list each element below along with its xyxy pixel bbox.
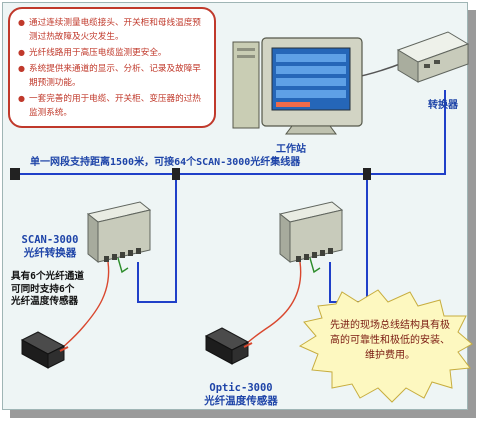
scan-hub-right xyxy=(278,201,344,274)
fiber-right xyxy=(243,261,302,347)
workstation xyxy=(232,37,363,135)
optic-desc: 光纤温度传感器 xyxy=(204,395,278,407)
channels-line: 光纤温度传感器 xyxy=(11,296,79,307)
info-bullet: 通过连续测量电缆接头、开关柜和母线温度预测过热故障及火灾发生。 xyxy=(18,16,208,44)
channels-line: 具有6个光纤通道 xyxy=(11,271,84,282)
scan-label: SCAN-3000 光纤转换器 xyxy=(10,234,90,260)
info-bullet: 光纤线路用于高压电缆监测更安全。 xyxy=(18,46,208,60)
terminator-left xyxy=(10,168,20,180)
monitor-stand xyxy=(285,125,337,135)
optic-sensor-right xyxy=(204,327,253,365)
optic-model: Optic-3000 xyxy=(209,382,273,394)
scan-model: SCAN-3000 xyxy=(21,234,79,246)
scan-hub-left xyxy=(86,201,152,274)
drop-left xyxy=(137,174,177,303)
info-bullet: 系统提供来通道的显示、分析、记录及故障早期预测功能。 xyxy=(18,62,208,90)
workstation-label: 工作站 xyxy=(276,144,306,155)
feature-text: 先进的现场总线结构具有极高的可靠性和极低的安装、维护费用。 xyxy=(330,320,450,361)
info-box: 通过连续测量电缆接头、开关柜和母线温度预测过热故障及火灾发生。 光纤线路用于高压… xyxy=(8,7,216,128)
pc-tower xyxy=(232,41,260,129)
bus-tap-left xyxy=(172,168,180,180)
converter-label: 转换器 xyxy=(428,100,458,111)
optic-label: Optic-3000 光纤温度传感器 xyxy=(186,382,296,408)
fiber-left xyxy=(59,261,110,351)
scan-desc: 光纤转换器 xyxy=(23,247,77,259)
bus-tap-right xyxy=(363,168,371,180)
channels-line: 可同时支持6个 xyxy=(11,283,75,295)
converter-device xyxy=(396,31,470,83)
info-bullet: 一套完善的用于电缆、开关柜、变压器的过热监测系统。 xyxy=(18,92,208,120)
bus-label: 单一网段支持距离1500米，可接64个SCAN-3000光纤集线器 xyxy=(30,157,301,168)
optic-sensor-left xyxy=(20,331,69,369)
bus-up-to-converter xyxy=(378,90,446,175)
channels-note: 具有6个光纤通道 可同时支持6个 光纤温度传感器 xyxy=(8,270,87,310)
feature-starburst xyxy=(298,289,473,403)
